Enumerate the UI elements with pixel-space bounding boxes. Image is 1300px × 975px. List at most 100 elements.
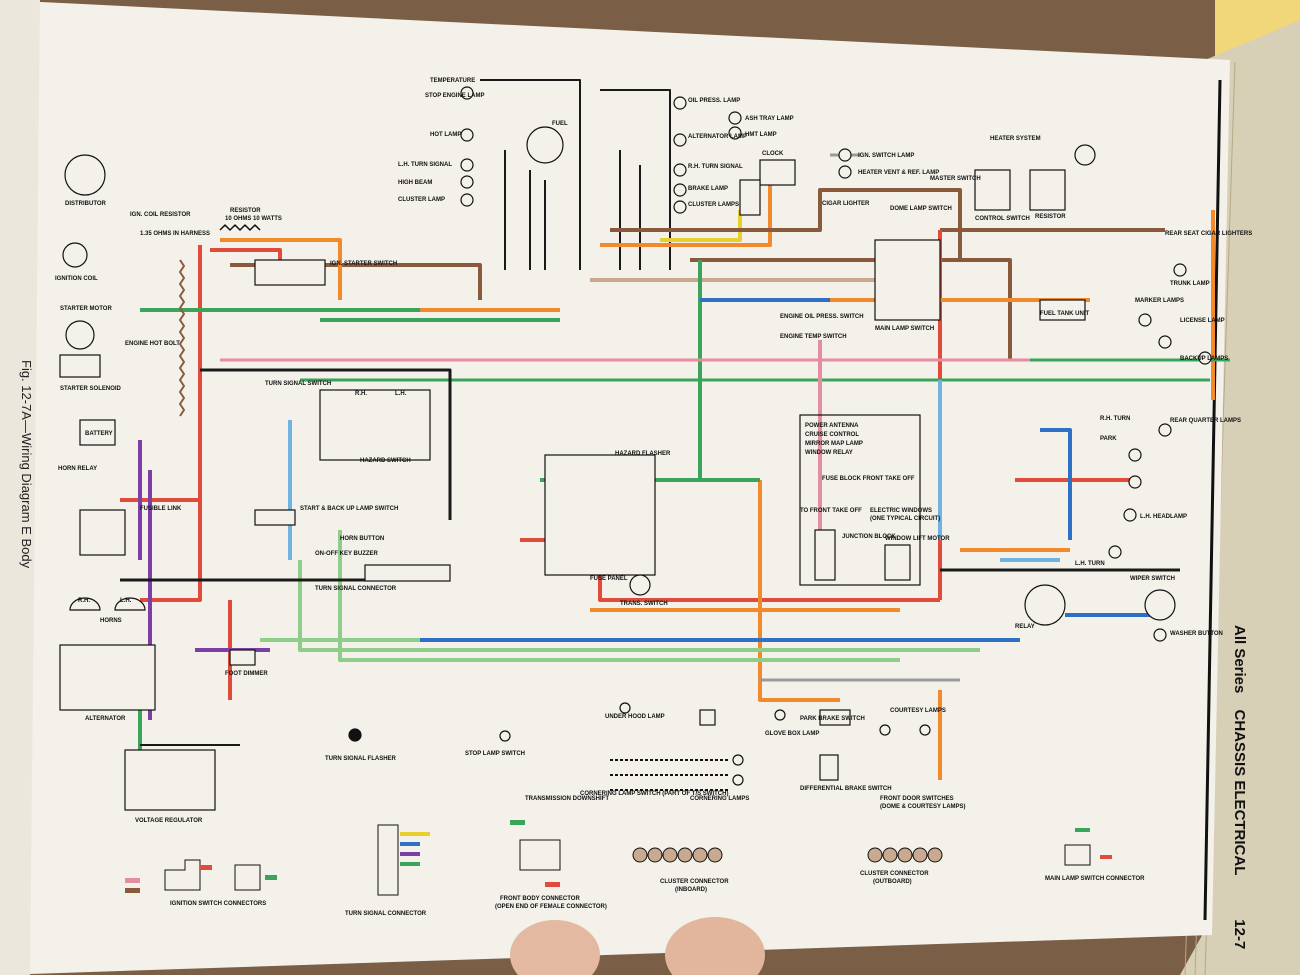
wire-yellow (660, 210, 742, 242)
junction-block-icon (814, 529, 836, 581)
label-distributor: DISTRIBUTOR (65, 201, 107, 207)
page-header: All Series CHASSIS ELECTRICAL 12-7 (1231, 625, 1248, 949)
label-engine-hot-bolt: ENGINE HOT BOLT (125, 341, 180, 347)
finger-left (510, 920, 600, 975)
lamp-icon (619, 702, 631, 714)
label-park-brake-switch: PARK BRAKE SWITCH (800, 716, 865, 722)
label-rear-quarter-lamps: REAR QUARTER LAMPS (1170, 418, 1241, 424)
label-brake-lamp: BRAKE LAMP (688, 186, 728, 192)
label-heater-system: HEATER SYSTEM (990, 136, 1041, 142)
lamp-icon (460, 86, 474, 100)
foot-dimmer-icon (229, 649, 256, 666)
lamp-icon (732, 754, 744, 766)
label-cluster-connector-inboard: CLUSTER CONNECTOR (660, 879, 729, 885)
turn-signal-flasher-icon (348, 728, 362, 742)
label-ign-coil-resistor: IGN. COIL RESISTOR (130, 212, 191, 218)
label-resistor-top: RESISTOR (230, 208, 261, 214)
lamp-icon (1158, 335, 1172, 349)
label-washer-button: WASHER BUTTON (1170, 631, 1223, 637)
distributor-icon (64, 154, 106, 196)
label-backup-lamps: BACKUP LAMPS (1180, 356, 1228, 362)
label-cruise-control: CRUISE CONTROL (805, 432, 859, 438)
label-alternator-lamp: ALTERNATOR LAMP (688, 134, 747, 140)
fuse-panel-icon (544, 454, 656, 576)
wire-resistor-zigzag (219, 224, 261, 231)
lamp-icon (673, 163, 687, 177)
main-lamp-switch-connector-block (1064, 844, 1091, 866)
label-control-switch: CONTROL SWITCH (975, 216, 1030, 222)
voltage-regulator-icon (124, 749, 216, 811)
wire-fusible-zigzag (179, 259, 185, 417)
window-lift-motor-icon (884, 544, 911, 581)
lamp-icon (460, 193, 474, 207)
label-cluster-lamps: CLUSTER LAMPS (688, 202, 739, 208)
label-clock: CLOCK (762, 151, 784, 157)
label-temperature: TEMPERATURE (430, 78, 475, 84)
label-glove-box-lamp: GLOVE BOX LAMP (765, 731, 819, 737)
label-mirror-map-lamp: MIRROR MAP LAMP (805, 441, 863, 447)
label-stop-lamp-switch: STOP LAMP SWITCH (465, 751, 525, 757)
cornering-spring-icon (610, 759, 730, 791)
main-lamp-switch-icon (874, 239, 941, 321)
wire-orange (600, 180, 772, 247)
label-hazard-flasher: HAZARD FLASHER (615, 451, 671, 457)
label-turn-signal-connector-bottom: TURN SIGNAL CONNECTOR (345, 911, 427, 917)
label-master-switch: MASTER SWITCH (930, 176, 981, 182)
label-hot-lamp: HOT LAMP (430, 132, 461, 138)
label-fusible-link: FUSIBLE LINK (140, 506, 182, 512)
label-window-lift-motor: WINDOW LIFT MOTOR (885, 536, 950, 542)
label-engine-oil-press-switch: ENGINE OIL PRESS. SWITCH (780, 314, 864, 320)
ignition-connector-left (164, 859, 201, 891)
label-under-hood-lamp: UNDER HOOD LAMP (605, 714, 665, 720)
label-cornering-lamps: CORNERING LAMPS (690, 796, 749, 802)
label-on-off-key-buzzer: ON-OFF KEY BUZZER (315, 551, 379, 557)
finger-right (665, 917, 765, 975)
washer-button-icon (1153, 628, 1167, 642)
label-transmission-downshift: TRANSMISSION DOWNSHIFT (525, 796, 609, 802)
heater-resistor-icon (1029, 169, 1066, 211)
label-oil-press-lamp: OIL PRESS. LAMP (688, 98, 740, 104)
label-ign-starter-switch: IGN. STARTER SWITCH (330, 261, 397, 267)
label-alternator: ALTERNATOR (85, 716, 126, 722)
lamp-icon (1128, 448, 1142, 462)
lamp-icon (838, 148, 852, 162)
fuse-block-front-take-off-icon (799, 414, 921, 586)
ignition-coil-icon (62, 242, 88, 268)
dome-switch-icon (739, 179, 761, 216)
turn-signal-switch-icon (319, 389, 431, 461)
lamp-icon (460, 158, 474, 172)
label-starter-motor: STARTER MOTOR (60, 306, 112, 312)
label-engine-temp-switch: ENGINE TEMP SWITCH (780, 334, 847, 340)
wiper-switch-icon (1144, 589, 1176, 621)
lamp-icon (499, 730, 511, 742)
label-cornering-lamp-switch: CORNERING LAMP SWITCH (PART OF T/S SWITC… (580, 791, 728, 797)
label-turn-signal-connector: TURN SIGNAL CONNECTOR (315, 586, 397, 592)
label-female-end-note: (OPEN END OF FEMALE CONNECTOR) (495, 904, 607, 910)
label-trunk-lamp: TRUNK LAMP (1170, 281, 1210, 287)
label-turn-signal-flasher: TURN SIGNAL FLASHER (325, 756, 397, 762)
label-lh-headlamp: L.H. HEADLAMP (1140, 514, 1187, 520)
label-cigar-lighter: CIGAR LIGHTER (822, 201, 870, 207)
front-body-connector-block (519, 839, 561, 871)
page-shadow (0, 0, 40, 975)
lamp-icon (1138, 313, 1152, 327)
label-wiper-switch: WIPER SWITCH (1130, 576, 1175, 582)
cluster-connector-outboard-pins (867, 847, 943, 863)
lamp-icon (838, 165, 852, 179)
components (59, 86, 1212, 811)
lamp-icon (1108, 545, 1122, 559)
label-ignition-switch-connectors: IGNITION SWITCH CONNECTORS (170, 901, 266, 907)
lamp-icon (460, 175, 474, 189)
lamp-icon (1128, 475, 1142, 489)
label-resistor-watts: 10 OHMS 10 WATTS (225, 216, 282, 222)
label-lh-turn-signal: L.H. TURN SIGNAL (398, 162, 452, 168)
lamp-icon (1173, 263, 1187, 277)
label-fuse-panel: FUSE PANEL (590, 576, 628, 582)
label-courtesy-lamps: COURTESY LAMPS (890, 708, 946, 714)
label-to-front-take-off: TO FRONT TAKE OFF (800, 508, 862, 514)
start-backup-switch-icon (254, 509, 296, 526)
wire-black (480, 79, 581, 270)
label-rh-tss: R.H. (355, 391, 367, 397)
label-fuel: FUEL (552, 121, 568, 127)
